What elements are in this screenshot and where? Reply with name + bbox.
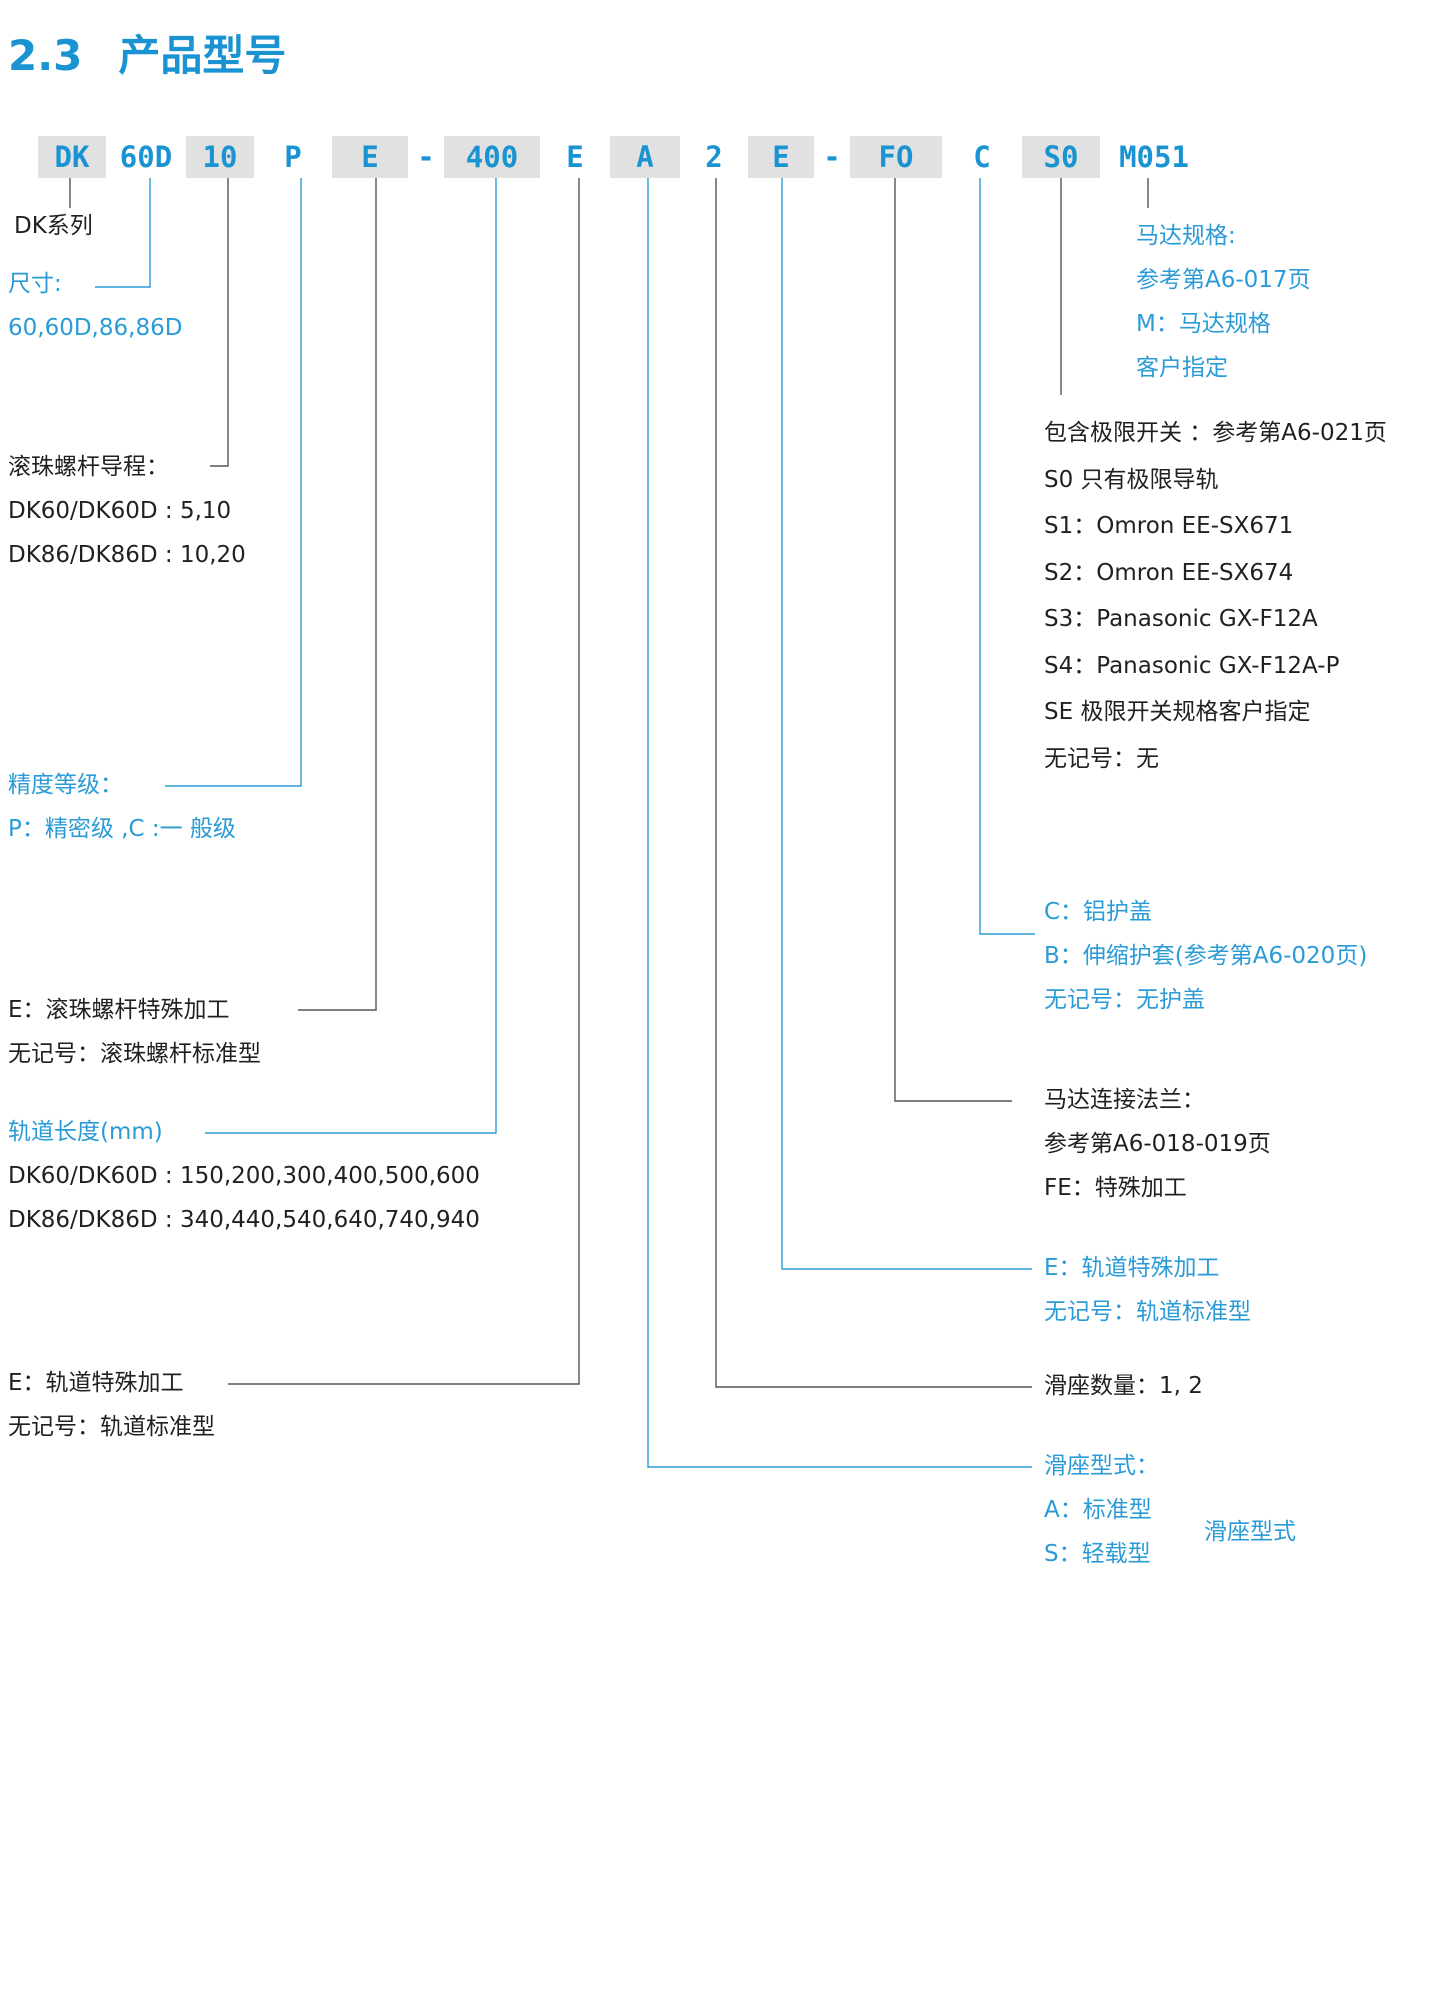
code-cover: C <box>973 140 991 174</box>
leader-slider-type <box>647 178 1032 1468</box>
code-dk: DK <box>38 136 106 178</box>
leader-rail-special-left <box>228 178 580 1385</box>
code-rail-special: E <box>566 140 584 174</box>
label-rail-length: 轨道长度(mm) DK60/DK60D : 150,200,300,400,50… <box>8 1119 480 1233</box>
code-motor: M051 <box>1119 140 1189 174</box>
label-motor-spec: 马达规格: 参考第A6-017页 M：马达规格 客户指定 <box>1136 223 1311 381</box>
label-screw-special: E：滚珠螺杆特殊加工 无记号：滚珠螺杆标准型 <box>8 997 261 1067</box>
code-limit-switch: S0 <box>1022 136 1100 178</box>
section-title: 产品型号 <box>118 31 287 80</box>
code-dash-1: - <box>417 140 435 174</box>
leader-slider-count <box>715 178 1032 1388</box>
code-lead: 10 <box>186 136 254 178</box>
leader-cover <box>979 178 1035 935</box>
code-flange: FO <box>850 136 942 178</box>
label-limit-switch: 包含极限开关 ：参考第A6-021页 S0 只有极限导轨 S1：Omron EE… <box>1044 420 1387 772</box>
leader-screw-special <box>298 178 377 1011</box>
label-rail-special-right: E：轨道特殊加工 无记号：轨道标准型 <box>1044 1255 1251 1325</box>
label-lead: 滚珠螺杆导程： DK60/DK60D : 5,10 DK86/DK86D : 1… <box>8 454 246 568</box>
code-rail-special-2: E <box>748 136 814 178</box>
leader-flange <box>894 178 1012 1102</box>
label-series: DK系列 <box>14 213 93 239</box>
leader-size <box>95 178 151 288</box>
label-slider-type-side: 滑座型式 <box>1204 1519 1296 1545</box>
code-slider-type: A <box>610 136 680 178</box>
label-slider-type: 滑座型式： A：标准型 S：轻载型 <box>1044 1453 1159 1567</box>
leader-lead <box>210 178 229 467</box>
section-heading: 2.3 产品型号 <box>8 22 286 83</box>
label-slider-count: 滑座数量：1, 2 <box>1044 1373 1203 1399</box>
label-precision: 精度等级： P：精密级 ,C :一 般级 <box>8 772 236 842</box>
code-size: 60D <box>119 140 173 174</box>
label-size: 尺寸: 60,60D,86,86D <box>8 271 183 341</box>
code-precision: P <box>284 140 302 174</box>
section-number: 2.3 <box>8 31 83 80</box>
label-cover: C：铝护盖 B：伸缩护套(参考第A6-020页) 无记号：无护盖 <box>1044 899 1368 1013</box>
leader-rail-length <box>205 178 497 1134</box>
code-screw-special: E <box>332 136 408 178</box>
label-flange: 马达连接法兰： 参考第A6-018-019页 FE：特殊加工 <box>1044 1087 1271 1201</box>
code-rail-length: 400 <box>444 136 540 178</box>
leader-rail-special-right <box>781 178 1032 1270</box>
label-rail-special-left: E：轨道特殊加工 无记号：轨道标准型 <box>8 1370 215 1440</box>
code-slider-count: 2 <box>705 140 723 174</box>
leader-precision <box>165 178 302 787</box>
code-dash-2: - <box>823 140 841 174</box>
